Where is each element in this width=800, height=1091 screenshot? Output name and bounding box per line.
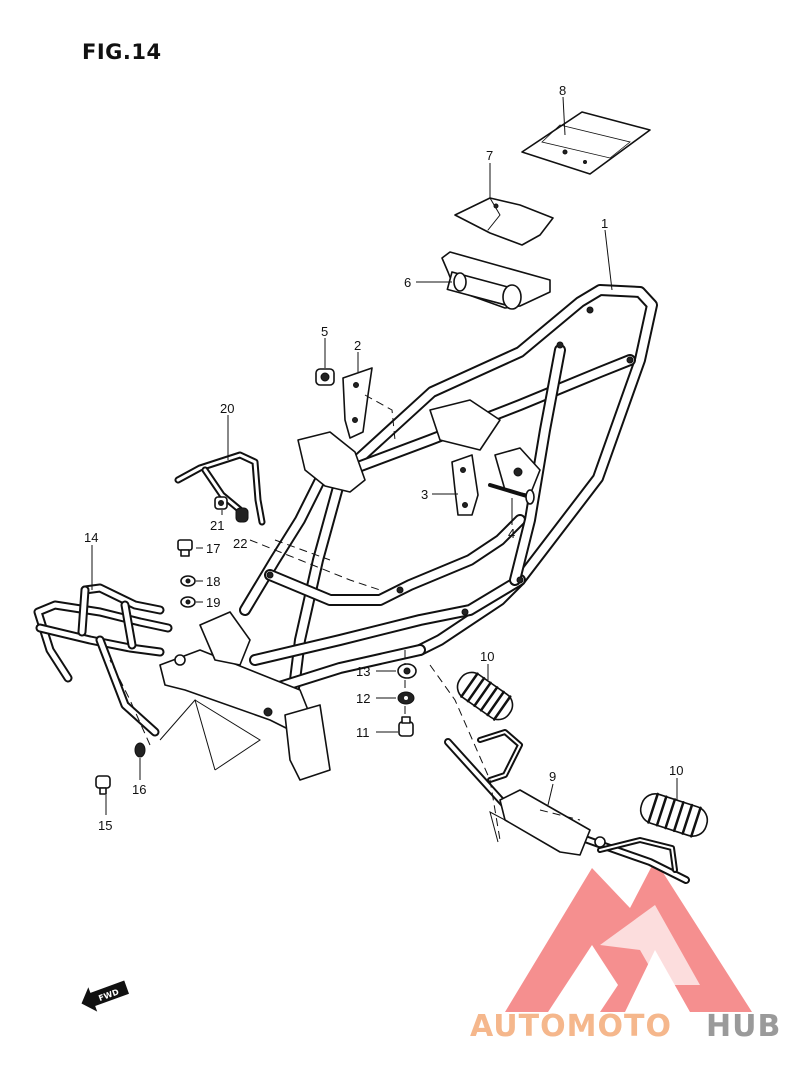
- callout-labels: 8 7 1 6 5 2 3 4 20 14 21 22 17 18 19 16 …: [84, 83, 683, 833]
- callout-4: 4: [508, 526, 515, 541]
- callout-9: 9: [549, 769, 556, 784]
- callout-13: 13: [356, 664, 370, 679]
- callout-1: 1: [601, 216, 608, 231]
- automotohub-logo-icon: [505, 860, 752, 1012]
- part-10-footrest-rubber-right: [639, 792, 709, 838]
- part-14-carrier: [33, 583, 173, 737]
- part-5-nut: [315, 368, 335, 386]
- part-22-nut: [235, 507, 249, 523]
- callout-19: 19: [206, 595, 220, 610]
- part-8-cover-plate: [521, 111, 651, 175]
- callout-22: 22: [233, 536, 247, 551]
- assembly-lines: [109, 360, 581, 843]
- callout-6: 6: [404, 275, 411, 290]
- callout-17: 17: [206, 541, 220, 556]
- fwd-arrow-icon: FWD: [81, 980, 130, 1012]
- part-15-bolt: [95, 775, 111, 795]
- part-2-plate: [342, 367, 373, 439]
- part-17-bolt: [177, 539, 193, 557]
- callout-7: 7: [486, 148, 493, 163]
- callout-15: 15: [98, 818, 112, 833]
- part-18-washer: [180, 575, 196, 587]
- part-13-washer: [397, 663, 417, 679]
- callout-10-left: 10: [480, 649, 494, 664]
- part-16-nut: [134, 742, 146, 758]
- callout-2: 2: [354, 338, 361, 353]
- callout-16: 16: [132, 782, 146, 797]
- watermark: AUTOMOTO HUB: [470, 1009, 781, 1044]
- callout-8: 8: [559, 83, 566, 98]
- part-4-bolt: [488, 483, 535, 505]
- callout-18: 18: [206, 574, 220, 589]
- part-20-stay: [174, 451, 266, 526]
- part-9-footrest-bar: [444, 729, 690, 884]
- part-19-nut: [180, 596, 196, 608]
- leader-lines: [91, 96, 678, 815]
- callout-21: 21: [210, 518, 224, 533]
- watermark-part2: HUB: [706, 1009, 781, 1044]
- callout-5: 5: [321, 324, 328, 339]
- callout-12: 12: [356, 691, 370, 706]
- figure-title: FIG.14: [82, 40, 162, 64]
- callout-20: 20: [220, 401, 234, 416]
- part-11-bolt: [398, 716, 414, 737]
- callout-3: 3: [421, 487, 428, 502]
- part-3-bracket: [451, 454, 479, 516]
- part-1-main-frame: [159, 284, 658, 781]
- part-21-bolt: [214, 496, 228, 510]
- callout-11: 11: [356, 725, 370, 740]
- part-7-pad: [454, 197, 554, 246]
- part-10-footrest-rubber-left: [456, 671, 514, 721]
- part-12-nut: [397, 691, 415, 705]
- callout-14: 14: [84, 530, 98, 545]
- part-6-bracket: [441, 251, 551, 310]
- watermark-part1: AUTOMOTO: [470, 1009, 672, 1044]
- callout-10-right: 10: [669, 763, 683, 778]
